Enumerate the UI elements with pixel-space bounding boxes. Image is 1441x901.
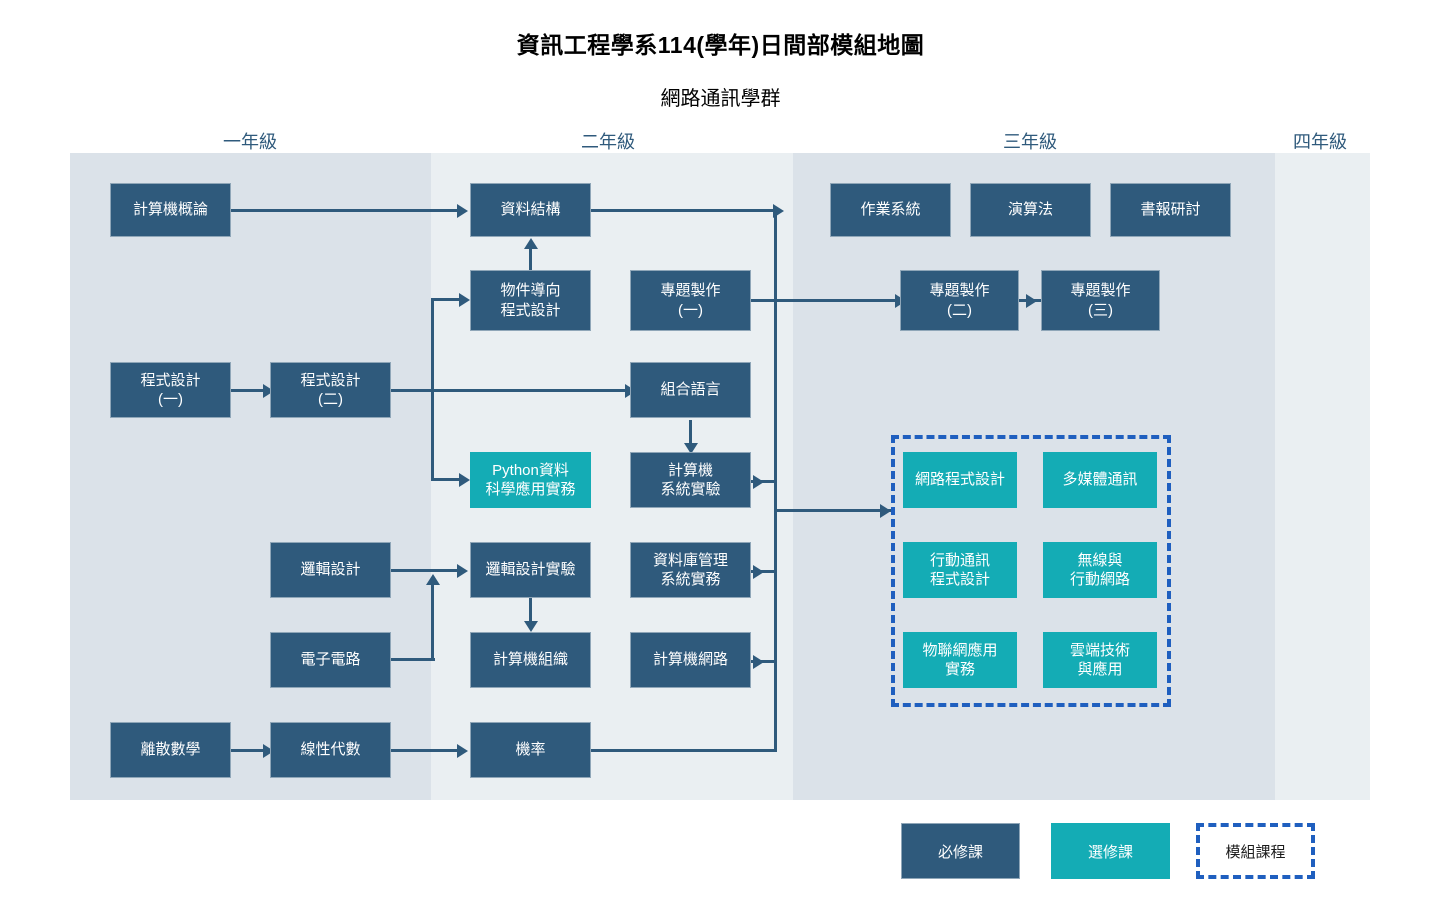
arrowhead-datastructure-right bbox=[773, 204, 784, 218]
year-label-3: 三年級 bbox=[1003, 132, 1057, 152]
course-box-computer-network[interactable]: 計算機網路 bbox=[630, 632, 751, 688]
edge-logic-to-logiclab bbox=[391, 569, 463, 572]
year-band-4 bbox=[1275, 153, 1370, 800]
legend-elective-course: 選修課 bbox=[1051, 823, 1170, 879]
course-box-linear-algebra[interactable]: 線性代數 bbox=[270, 722, 391, 778]
arrowhead-oop-to-datastructure bbox=[524, 238, 538, 249]
module-course-box-mobile-communication-programming[interactable]: 行動通訊 程式設計 bbox=[903, 542, 1017, 598]
arrowhead-prog2-to-oop bbox=[459, 293, 470, 307]
edge-assembly-to-syslab bbox=[689, 420, 692, 446]
arrowhead-trunk-to-module-group bbox=[880, 504, 891, 518]
edge-linear-to-probability bbox=[391, 749, 463, 752]
course-box-project-3[interactable]: 專題製作 (三) bbox=[1041, 270, 1160, 331]
legend-required-course: 必修課 bbox=[901, 823, 1020, 879]
edge-circuit-up bbox=[431, 585, 434, 659]
course-box-oop[interactable]: 物件導向 程式設計 bbox=[470, 270, 591, 331]
arrowhead-linear-to-probability bbox=[457, 744, 468, 758]
edge-prog2-branch-trunk bbox=[431, 301, 434, 481]
course-box-probability[interactable]: 機率 bbox=[470, 722, 591, 778]
edge-network-to-trunk bbox=[751, 660, 777, 663]
arrowhead-database-to-trunk bbox=[753, 565, 764, 579]
legend-module-course: 模組課程 bbox=[1196, 823, 1315, 879]
year-band-3 bbox=[793, 153, 1275, 800]
course-box-algorithm[interactable]: 演算法 bbox=[970, 183, 1091, 237]
arrowhead-logic-to-logiclab bbox=[457, 564, 468, 578]
course-box-seminar[interactable]: 書報研討 bbox=[1110, 183, 1231, 237]
course-box-intro-computer[interactable]: 計算機概論 bbox=[110, 183, 231, 237]
course-box-programming-1[interactable]: 程式設計 (一) bbox=[110, 362, 231, 418]
course-box-data-structure[interactable]: 資料結構 bbox=[470, 183, 591, 237]
arrowhead-syslab-to-trunk bbox=[753, 475, 764, 489]
course-box-discrete-math[interactable]: 離散數學 bbox=[110, 722, 231, 778]
module-course-box-wireless-mobile-network[interactable]: 無線與 行動網路 bbox=[1043, 542, 1157, 598]
edge-discrete-to-linear bbox=[231, 749, 267, 752]
edge-logiclab-to-org bbox=[529, 598, 532, 624]
edge-datastructure-right bbox=[591, 209, 775, 212]
edge-trunk-to-module-group bbox=[774, 509, 892, 512]
course-box-programming-2[interactable]: 程式設計 (二) bbox=[270, 362, 391, 418]
module-course-box-iot-application[interactable]: 物聯網應用 實務 bbox=[903, 632, 1017, 688]
page-title: 資訊工程學系114(學年)日間部模組地圖 bbox=[516, 32, 925, 58]
arrowhead-prog1-to-prog2 bbox=[263, 384, 274, 398]
module-course-box-cloud-technology[interactable]: 雲端技術 與應用 bbox=[1043, 632, 1157, 688]
module-course-group bbox=[891, 435, 1171, 707]
edge-syslab-to-trunk bbox=[751, 480, 777, 483]
edge-project1-to-project2 bbox=[751, 299, 899, 302]
module-course-box-multimedia-communication[interactable]: 多媒體通訊 bbox=[1043, 452, 1157, 508]
course-box-assembly[interactable]: 組合語言 bbox=[630, 362, 751, 418]
edge-prog2-to-python bbox=[431, 478, 461, 481]
arrowhead-logiclab-to-org bbox=[524, 621, 538, 632]
arrowhead-project2-to-project3 bbox=[1026, 294, 1037, 308]
course-box-operating-system[interactable]: 作業系統 bbox=[830, 183, 951, 237]
course-box-logic-design[interactable]: 邏輯設計 bbox=[270, 542, 391, 598]
edge-circuit-right bbox=[391, 658, 435, 661]
year-label-4: 四年級 bbox=[1293, 132, 1347, 152]
edge-prog2-to-assembly bbox=[391, 389, 627, 392]
arrowhead-prog2-to-python bbox=[459, 473, 470, 487]
course-box-logic-design-lab[interactable]: 邏輯設計實驗 bbox=[470, 542, 591, 598]
arrowhead-intro-to-datastructure bbox=[457, 204, 468, 218]
course-box-project-2[interactable]: 專題製作 (二) bbox=[900, 270, 1019, 331]
course-box-python-data-science[interactable]: Python資料 科學應用實務 bbox=[470, 452, 591, 508]
arrowhead-circuit-to-logicline bbox=[426, 574, 440, 585]
arrowhead-assembly-to-syslab bbox=[684, 443, 698, 454]
course-box-database[interactable]: 資料庫管理 系統實務 bbox=[630, 542, 751, 598]
page-subtitle: 網路通訊學群 bbox=[660, 88, 781, 110]
edge-prog1-to-prog2 bbox=[231, 389, 267, 392]
module-course-box-network-programming[interactable]: 網路程式設計 bbox=[903, 452, 1017, 508]
year-label-1: 一年級 bbox=[223, 132, 277, 152]
edge-intro-to-datastructure bbox=[231, 209, 459, 212]
arrowhead-discrete-to-linear bbox=[263, 744, 274, 758]
edge-oop-to-datastructure bbox=[529, 248, 532, 272]
course-box-computer-system-lab[interactable]: 計算機 系統實驗 bbox=[630, 452, 751, 508]
edge-database-to-trunk bbox=[751, 570, 777, 573]
arrowhead-network-to-trunk bbox=[753, 655, 764, 669]
course-box-project-1[interactable]: 專題製作 (一) bbox=[630, 270, 751, 331]
course-box-computer-organization[interactable]: 計算機組織 bbox=[470, 632, 591, 688]
year-label-2: 二年級 bbox=[581, 132, 635, 152]
course-box-electronic-circuit[interactable]: 電子電路 bbox=[270, 632, 391, 688]
edge-prog2-to-oop bbox=[431, 298, 461, 301]
year-band-1 bbox=[70, 153, 431, 800]
edge-probability-to-trunk bbox=[591, 749, 777, 752]
